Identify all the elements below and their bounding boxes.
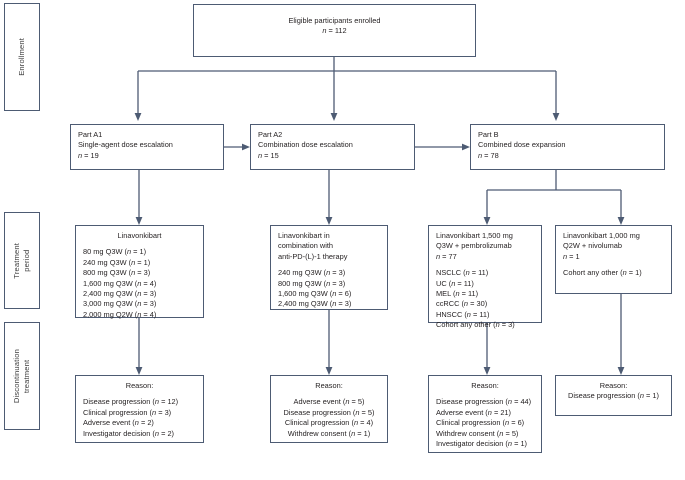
discontinuation-heading-2: Reason: [315, 381, 343, 390]
stage-label-enrollment-text: Enrollment [17, 38, 26, 76]
treatment-items-2: 240 mg Q3W (n = 3)800 mg Q3W (n = 3)1,60… [278, 268, 352, 309]
treatment-box-nivolumab: Linavonkibart 1,000 mg Q2W + nivolumab n… [555, 225, 672, 294]
part-a2-count: n = 15 [258, 150, 279, 160]
discontinuation-items-1: Disease progression (n = 12)Clinical pro… [83, 397, 179, 438]
treatment-heading-2: Linavonkibart in combination with anti-P… [278, 231, 348, 261]
treatment-box-combination: Linavonkibart in combination with anti-P… [270, 225, 388, 310]
stage-label-treatment-period: Treatment period [4, 212, 40, 309]
discontinuation-heading-3: Reason: [471, 381, 499, 390]
treatment-box-pembrolizumab: Linavonkibart 1,500 mg Q3W + pembrolizum… [428, 225, 542, 329]
part-b-box: Part B Combined dose expansion n = 78 [470, 124, 665, 170]
treatment-count-4: n = 1 [563, 251, 580, 261]
treatment-heading-4: Linavonkibart 1,000 mg Q2W + nivolumab [563, 231, 640, 251]
discontinuation-box-4: Reason: Disease progression (n = 1) [555, 375, 672, 416]
stage-label-enrollment: Enrollment [4, 3, 40, 111]
part-a2-box: Part A2 Combination dose escalation n = … [250, 124, 415, 170]
stage-label-treatment-period-text: Treatment period [12, 242, 31, 279]
treatment-count-3: n = 77 [436, 251, 457, 261]
treatment-items-3: NSCLC (n = 11)UC (n = 11)MEL (n = 11)ccR… [436, 268, 515, 330]
stage-label-discontinuation-treatment-text: Discontinuation treatment [12, 348, 31, 404]
treatment-items-4: Cohort any other (n = 1) [563, 268, 642, 278]
treatment-heading-1: Linavonkibart [117, 231, 162, 240]
discontinuation-items-3: Disease progression (n = 44)Adverse even… [436, 397, 532, 449]
discontinuation-box-3: Reason: Disease progression (n = 44)Adve… [428, 375, 542, 453]
part-a1-desc: Single-agent dose escalation [78, 140, 173, 150]
discontinuation-items-2: Adverse event (n = 5)Disease progression… [283, 397, 375, 438]
part-a1-name: Part A1 [78, 130, 103, 139]
part-b-name: Part B [478, 130, 499, 139]
part-b-count: n = 78 [478, 150, 499, 160]
part-b-desc: Combined dose expansion [478, 140, 566, 150]
enrollment-count: n = 112 [322, 26, 347, 36]
enrollment-title: Eligible participants enrolled [288, 16, 381, 25]
treatment-heading-3: Linavonkibart 1,500 mg Q3W + pembrolizum… [436, 231, 513, 251]
treatment-box-single-agent: Linavonkibart 80 mg Q3W (n = 1)240 mg Q3… [75, 225, 204, 319]
stage-label-discontinuation-treatment: Discontinuation treatment [4, 322, 40, 430]
enrollment-box: Eligible participants enrolled n = 112 [193, 4, 476, 57]
part-a1-box: Part A1 Single-agent dose escalation n =… [70, 124, 224, 170]
part-a1-count: n = 19 [78, 150, 99, 160]
part-a2-desc: Combination dose escalation [258, 140, 353, 150]
discontinuation-box-2: Reason: Adverse event (n = 5)Disease pro… [270, 375, 388, 443]
discontinuation-heading-1: Reason: [125, 381, 154, 390]
part-a2-name: Part A2 [258, 130, 283, 139]
treatment-items-1: 80 mg Q3W (n = 1)240 mg Q3W (n = 1)800 m… [83, 247, 157, 319]
discontinuation-box-1: Reason: Disease progression (n = 12)Clin… [75, 375, 204, 443]
discontinuation-heading-4: Reason: [599, 381, 628, 390]
discontinuation-items-4: Disease progression (n = 1) [567, 391, 659, 401]
